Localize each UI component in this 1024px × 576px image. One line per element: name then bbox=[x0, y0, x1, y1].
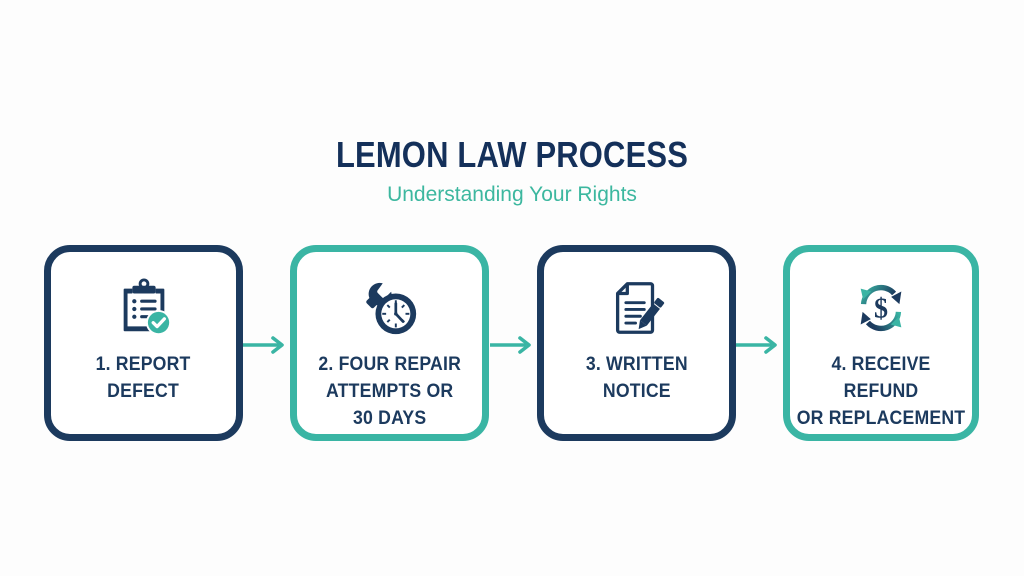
wrench-clock-icon bbox=[359, 277, 421, 339]
svg-text:$: $ bbox=[874, 294, 888, 325]
step-label: 4. RECEIVE REFUND OR REPLACEMENT bbox=[796, 354, 966, 429]
process-step-card-1[interactable]: 1. REPORT DEFECT bbox=[44, 245, 243, 441]
document-pen-icon bbox=[606, 277, 668, 339]
page-subtitle: Understanding Your Rights bbox=[387, 183, 637, 206]
clipboard-check-icon bbox=[113, 277, 175, 339]
step-label: 3. WRITTEN NOTICE bbox=[585, 354, 688, 402]
page-title: LEMON LAW PROCESS bbox=[335, 134, 689, 175]
refund-cycle-dollar-icon: $ bbox=[850, 277, 912, 339]
process-steps: 1. REPORT DEFECT bbox=[44, 245, 980, 441]
step-label: 2. FOUR REPAIR ATTEMPTS OR 30 DAYS bbox=[318, 354, 461, 429]
process-step-card-2[interactable]: 2. FOUR REPAIR ATTEMPTS OR 30 DAYS bbox=[290, 245, 489, 441]
arrow-step2-to-step3 bbox=[490, 336, 536, 354]
process-step-card-4[interactable]: $ 4. RECEIVE REFUND OR REPLACEMENT bbox=[783, 245, 979, 441]
step-label: 1. REPORT DEFECT bbox=[96, 354, 191, 402]
arrow-step1-to-step2 bbox=[243, 336, 289, 354]
process-step-card-3[interactable]: 3. WRITTEN NOTICE bbox=[537, 245, 736, 441]
arrow-step3-to-step4 bbox=[736, 336, 782, 354]
infographic-header: LEMON LAW PROCESS Understanding Your Rig… bbox=[0, 133, 1024, 209]
